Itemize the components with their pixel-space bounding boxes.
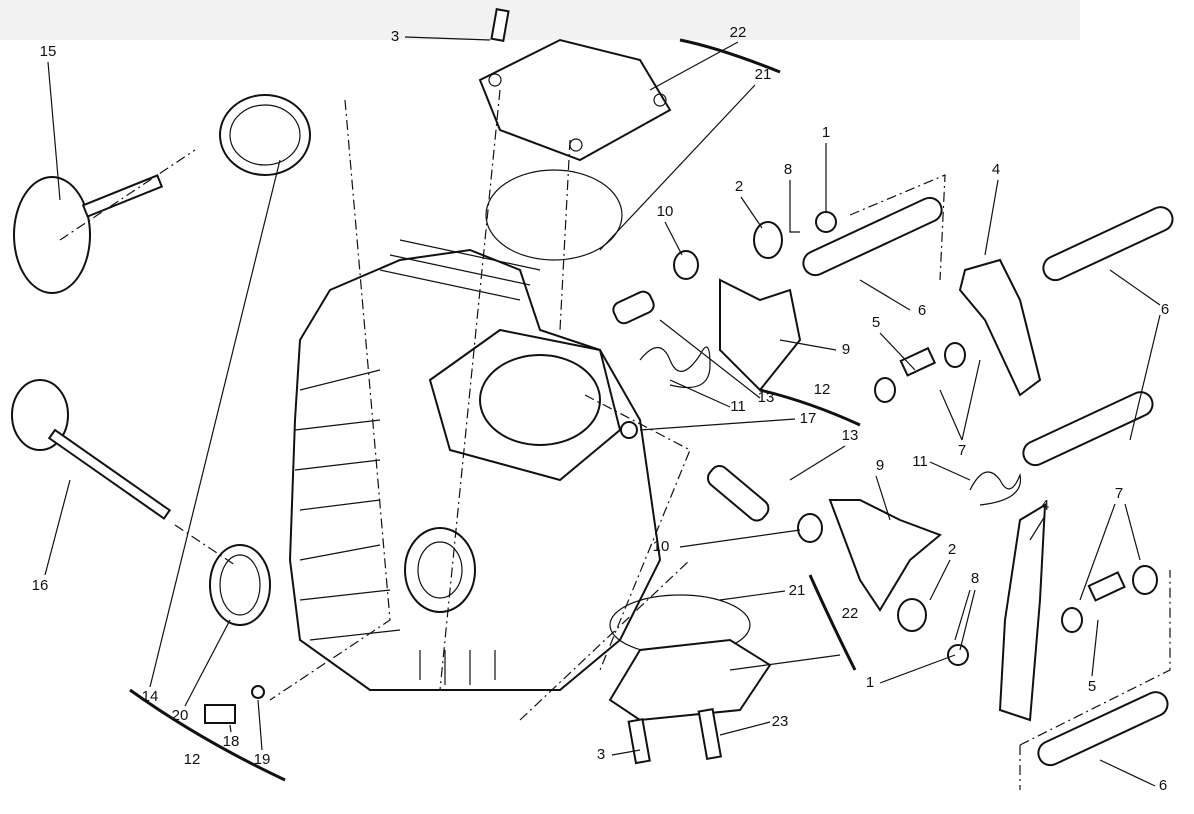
leader-lines bbox=[44, 36, 1161, 787]
callout-labels: 15 3 22 21 1 8 2 4 10 6 6 5 9 12 13 11 1… bbox=[32, 24, 1170, 794]
callout-5: 5 bbox=[872, 314, 880, 331]
callout-1: 1 bbox=[866, 674, 874, 691]
callout-11: 11 bbox=[912, 453, 928, 470]
callout-20: 20 bbox=[172, 707, 189, 724]
callout-10: 10 bbox=[653, 538, 670, 555]
callout-4: 4 bbox=[1041, 497, 1049, 514]
callout-7: 7 bbox=[1115, 485, 1123, 502]
callout-6: 6 bbox=[918, 302, 926, 319]
callout-8: 8 bbox=[784, 161, 792, 178]
callout-3: 3 bbox=[597, 746, 605, 763]
cylinder-head bbox=[288, 239, 662, 691]
callout-4: 4 bbox=[992, 161, 1000, 178]
callout-7: 7 bbox=[958, 442, 966, 459]
callout-6: 6 bbox=[1159, 777, 1167, 794]
callout-12: 12 bbox=[184, 751, 201, 768]
callout-11: 11 bbox=[730, 398, 746, 415]
top-cover bbox=[478, 8, 672, 261]
callout-18: 18 bbox=[223, 733, 240, 750]
callout-21: 21 bbox=[789, 582, 806, 599]
callout-8: 8 bbox=[971, 570, 979, 587]
callout-22: 22 bbox=[730, 24, 747, 41]
callout-5: 5 bbox=[1088, 678, 1096, 695]
callout-16: 16 bbox=[32, 577, 49, 594]
brackets bbox=[129, 38, 861, 782]
callout-21: 21 bbox=[755, 66, 772, 83]
callout-1: 1 bbox=[822, 124, 830, 141]
callout-15: 15 bbox=[40, 43, 57, 60]
callout-23: 23 bbox=[772, 713, 789, 730]
bottom-cover bbox=[608, 594, 772, 765]
callout-3: 3 bbox=[391, 28, 399, 45]
callout-9: 9 bbox=[842, 341, 850, 358]
valves bbox=[11, 94, 311, 724]
callout-19: 19 bbox=[254, 751, 271, 768]
callout-13: 13 bbox=[758, 389, 775, 406]
callout-10: 10 bbox=[657, 203, 674, 220]
callout-12: 12 bbox=[814, 381, 831, 398]
rocker-assemblies bbox=[612, 196, 1174, 767]
callout-9: 9 bbox=[876, 457, 884, 474]
callout-22: 22 bbox=[842, 605, 859, 622]
callout-2: 2 bbox=[948, 541, 956, 558]
callout-17: 17 bbox=[800, 410, 817, 427]
guide-lines bbox=[59, 89, 1171, 790]
background-band bbox=[0, 0, 1080, 40]
callout-2: 2 bbox=[735, 178, 743, 195]
callout-13: 13 bbox=[842, 427, 859, 444]
callout-14: 14 bbox=[142, 688, 159, 705]
callout-6: 6 bbox=[1161, 301, 1169, 318]
